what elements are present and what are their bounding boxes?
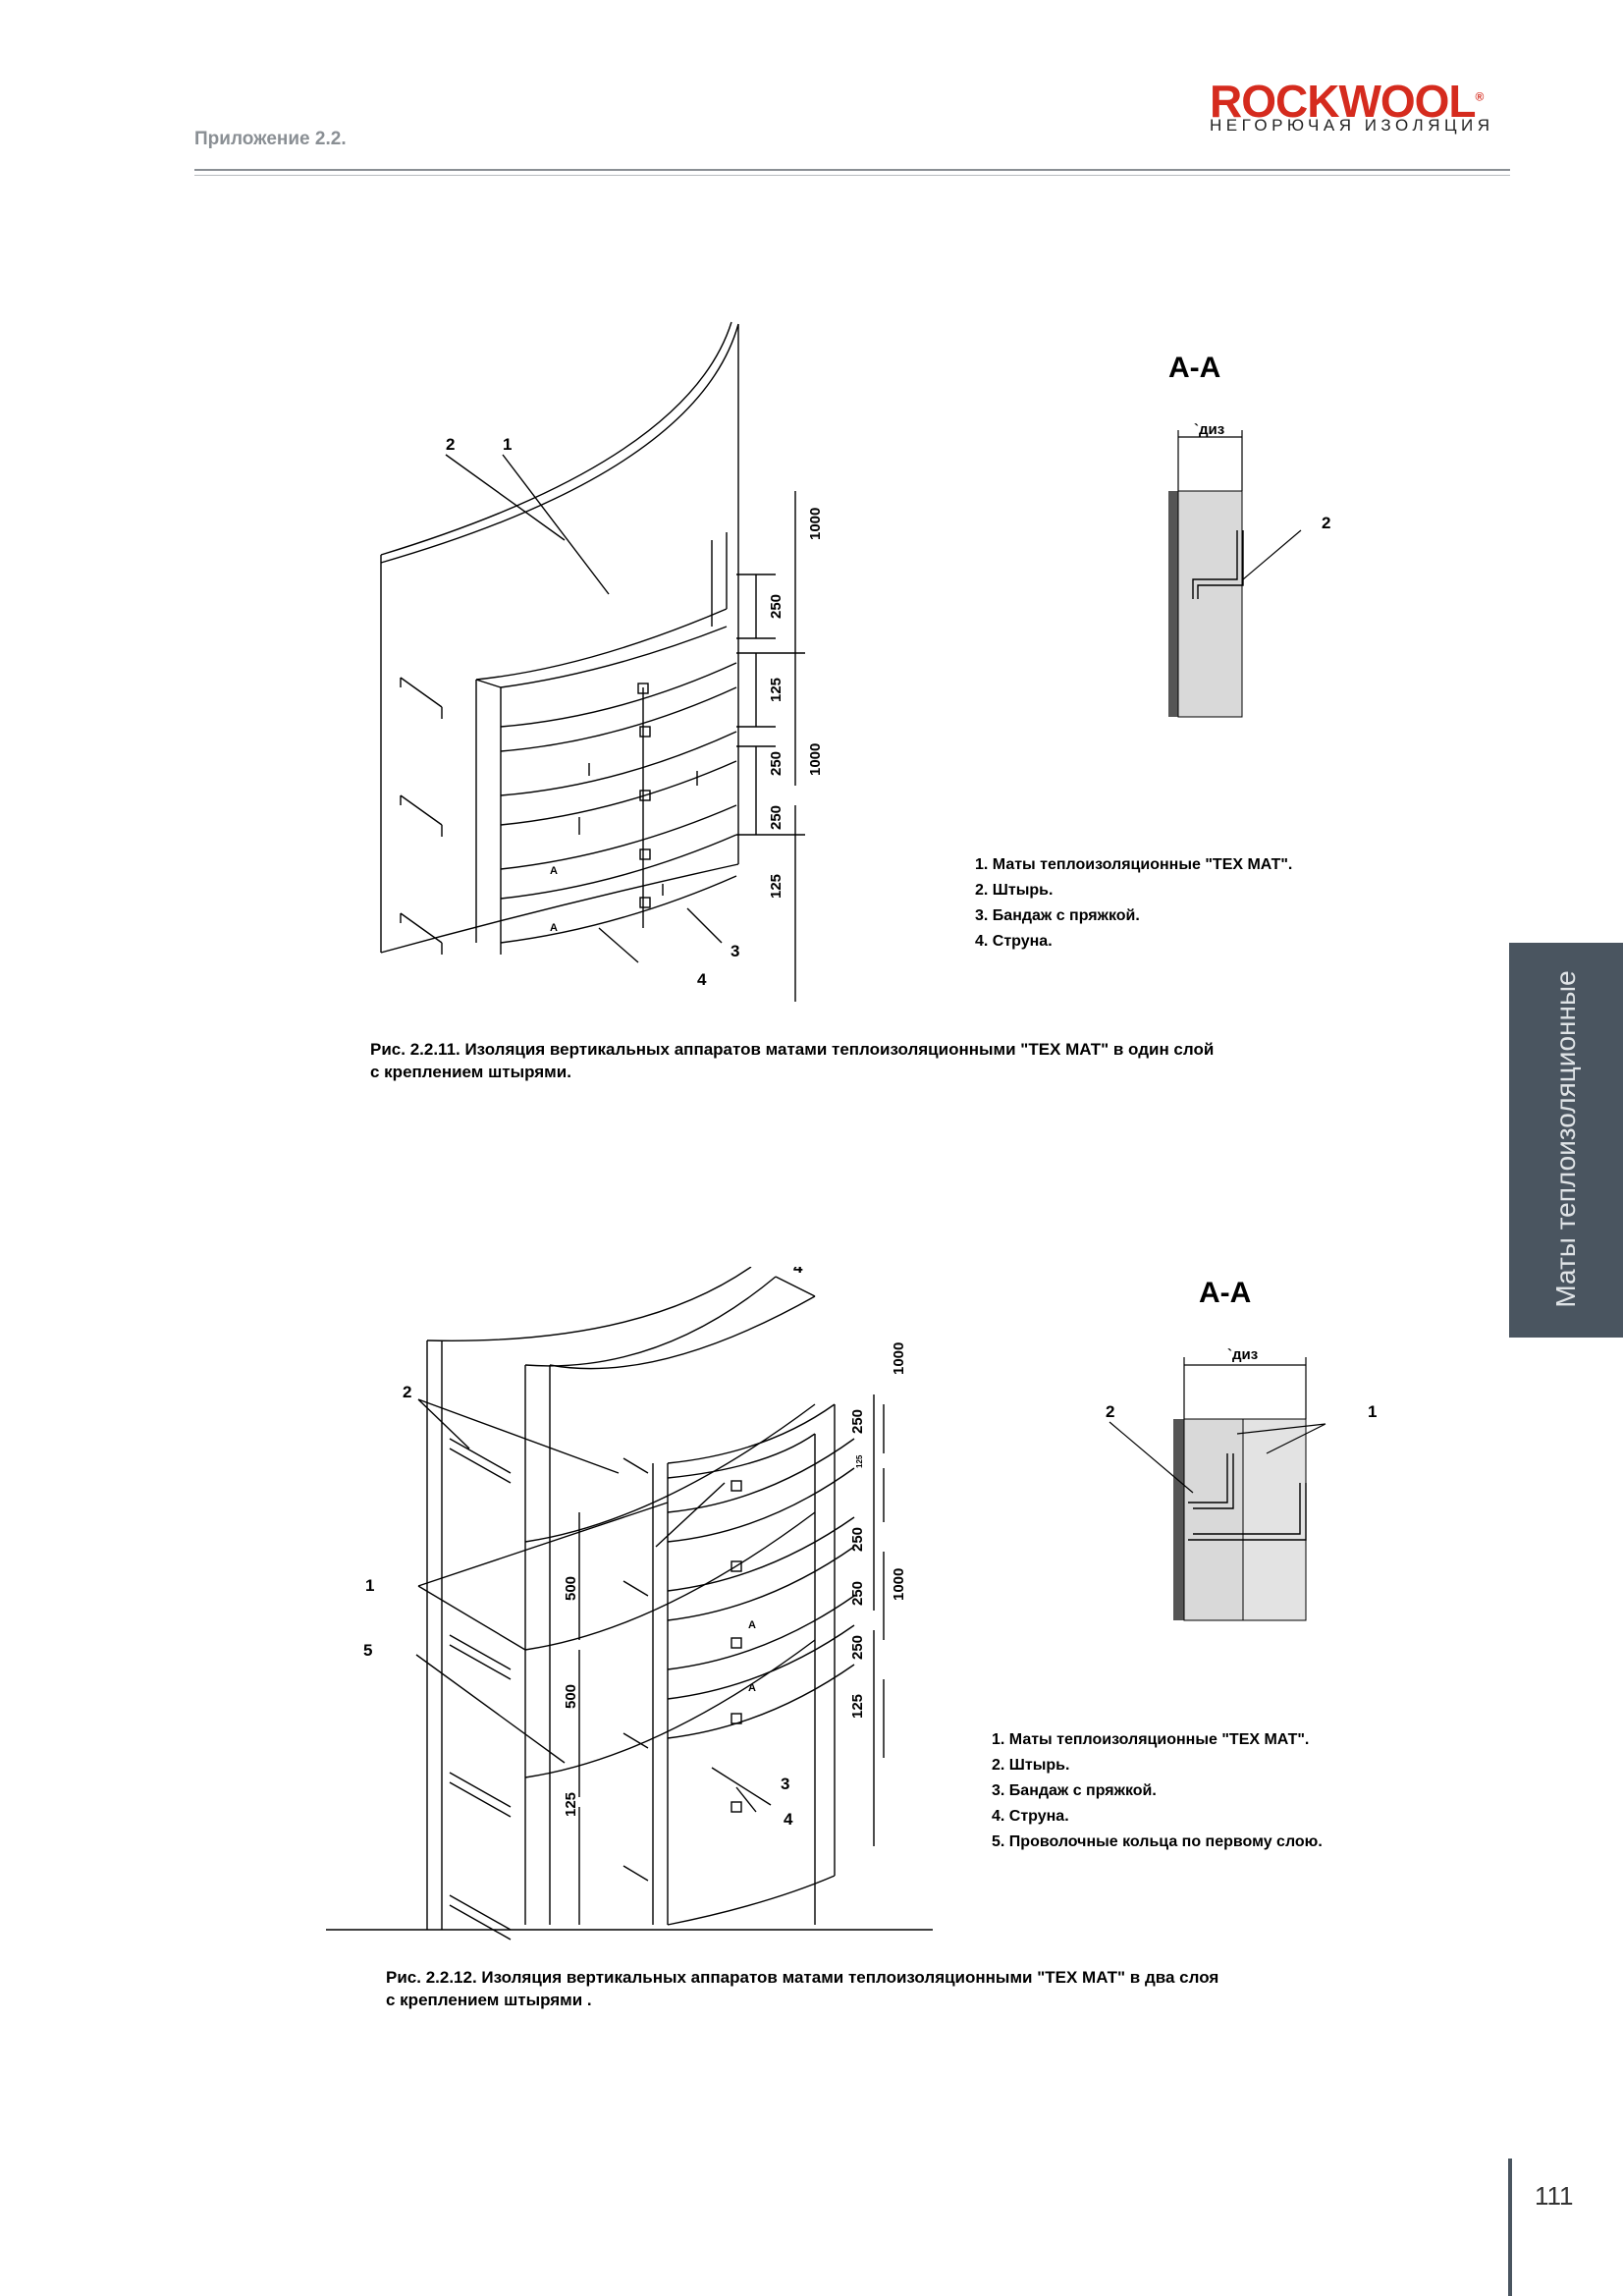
callout-4-top: 4 [793,1267,803,1277]
dim-250-c: 250 [768,805,784,830]
legend-item: 1. Маты теплоизоляционные "ТЕХ МАТ". [975,856,1293,873]
figure-1-caption: Рис. 2.2.11. Изоляция вертикальных аппар… [370,1038,1214,1083]
section-callout-2: 2 [1322,514,1330,532]
legend-item: 2. Штырь. [975,882,1054,899]
callout-4: 4 [697,970,707,989]
section-thickness-label: `диз [1194,421,1224,438]
dim-1000-top: 1000 [891,1342,907,1375]
page-number-rule [1508,2159,1512,2296]
cut-marker-a-top: А [748,1619,756,1631]
header-divider-thin [194,175,1510,176]
dim-250-b: 250 [849,1527,866,1552]
dim-125-c: 125 [563,1792,579,1817]
dim-250-a: 250 [849,1409,866,1434]
legend-item: 5. Проволочные кольца по первому слою. [992,1833,1323,1850]
legend-item: 4. Струна. [992,1808,1069,1825]
legend-item: 3. Бандаж с пряжкой. [992,1782,1157,1799]
logo-tagline: НЕГОРЮЧАЯ ИЗОЛЯЦИЯ [1210,116,1494,135]
caption-line: с креплением штырями . [386,1991,592,2009]
section-callout-1: 1 [1368,1402,1377,1421]
figure-2-legend: 1. Маты теплоизоляционные "ТЕХ МАТ". 2. … [992,1727,1323,1855]
figure-2-section-drawing: `диз 2 1 [1106,1346,1377,1621]
dim-1000-bottom: 1000 [807,743,824,776]
logo-registered-mark: ® [1475,89,1485,104]
figure-2-section-title: А-А [1199,1277,1252,1309]
figure-1-section-drawing: `диз 2 [1168,421,1330,718]
figure-2-caption: Рис. 2.2.12. Изоляция вертикальных аппар… [386,1966,1218,2011]
logo-text: ROCKWOOL [1210,76,1477,127]
dim-250-b: 250 [768,751,784,776]
dim-125-b: 125 [768,874,784,899]
dim-125-b: 125 [849,1694,866,1719]
callout-2: 2 [403,1383,411,1401]
legend-item: 3. Бандаж с пряжкой. [975,907,1140,924]
dim-500-a: 500 [563,1576,579,1601]
dim-125-a: 125 [768,678,784,702]
caption-line: Рис. 2.2.11. Изоляция вертикальных аппар… [370,1040,1215,1059]
callout-1: 1 [503,435,512,454]
caption-line: с креплением штырями. [370,1063,571,1081]
chapter-side-tab: Маты теплоизоляционные [1509,943,1623,1338]
dim-250-c: 250 [849,1581,866,1606]
cut-marker-a-top: А [550,865,558,877]
callout-4-bottom: 4 [784,1810,793,1829]
figure-2-drawing: 2 4 1 5 3 4 А А 1000 250 125 250 250 100… [326,1267,933,1941]
dim-250-d: 250 [849,1635,866,1660]
cut-marker-a-bottom: А [550,922,558,934]
callout-1: 1 [365,1576,374,1595]
callout-5: 5 [363,1641,372,1660]
callout-3: 3 [730,942,739,960]
appendix-label: Приложение 2.2. [194,129,347,149]
dim-1000-bottom: 1000 [891,1568,907,1601]
legend-item: 4. Струна. [975,933,1053,950]
dim-250-a: 250 [768,594,784,619]
header-divider [194,169,1510,171]
figure-1-drawing: 2 1 3 4 А А 1000 250 125 250 1000 250 12… [380,321,824,1002]
page-number: 111 [1535,2181,1574,2211]
section-thickness-label: `диз [1227,1346,1258,1363]
figure-1-legend: 1. Маты теплоизоляционные "ТЕХ МАТ". 2. … [975,852,1292,955]
cut-marker-a-bottom: А [748,1682,756,1694]
callout-2: 2 [446,435,455,454]
dim-1000-top: 1000 [807,508,824,540]
callout-3: 3 [781,1775,789,1793]
figure-1-section-title: А-А [1168,352,1221,384]
legend-item: 2. Штырь. [992,1757,1070,1774]
section-callout-2: 2 [1106,1402,1114,1421]
legend-item: 1. Маты теплоизоляционные "ТЕХ МАТ". [992,1731,1310,1748]
caption-line: Рис. 2.2.12. Изоляция вертикальных аппар… [386,1968,1219,1987]
dim-500-b: 500 [563,1684,579,1709]
chapter-side-tab-label: Маты теплоизоляционные [1550,970,1581,1308]
dim-125-a: 125 [855,1454,864,1468]
rockwool-logo: ROCKWOOL® [1210,75,1485,128]
